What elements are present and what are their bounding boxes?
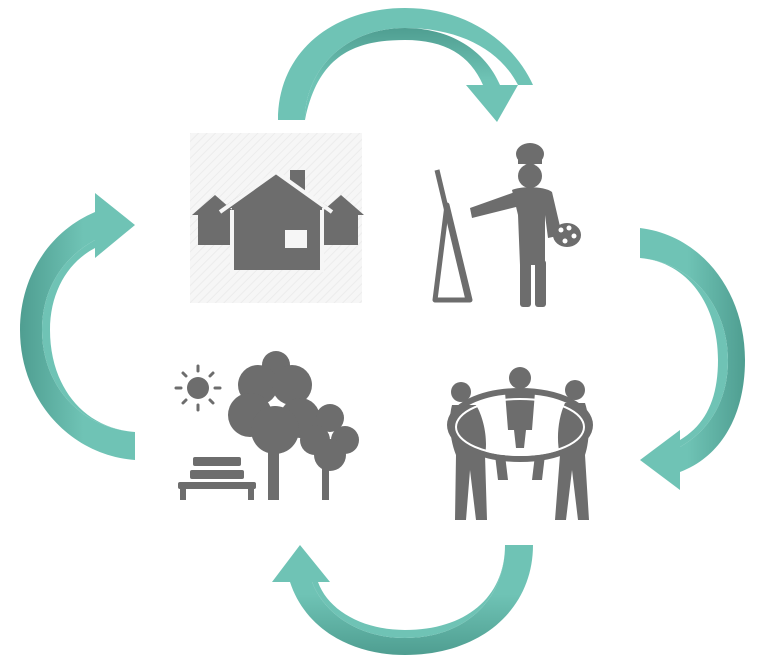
park-icon [174,351,359,500]
houses-icon [190,133,364,303]
arrow-community-to-park [272,545,533,655]
arrow-art-to-community [640,228,745,490]
painter-icon [432,143,581,307]
arrow-park-to-home [20,193,135,460]
people-circle-icon [447,367,593,520]
arrow-home-to-art [278,8,533,122]
